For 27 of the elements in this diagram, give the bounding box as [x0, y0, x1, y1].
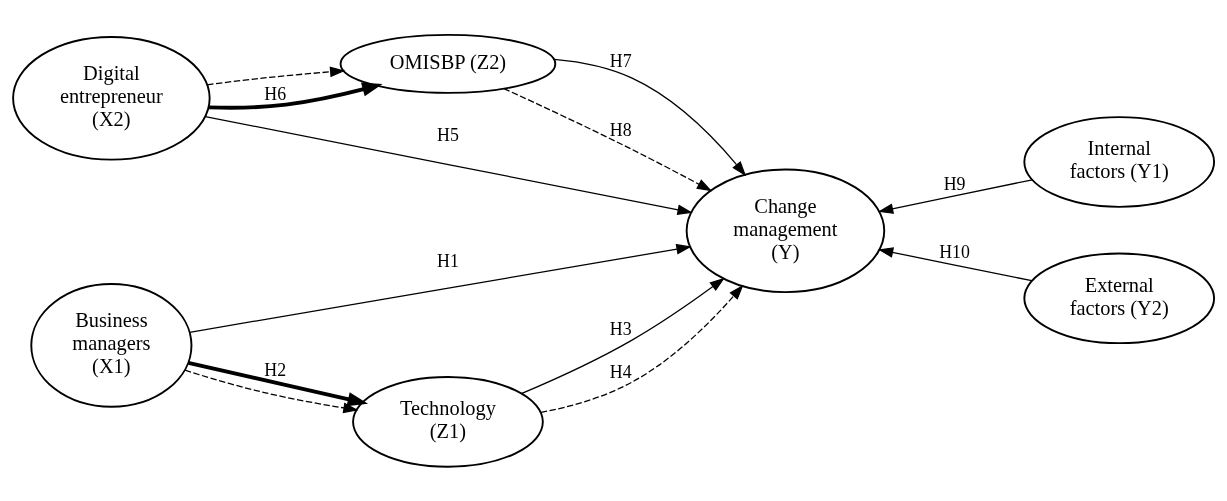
node-ellipse: Business managers (X1)	[30, 282, 193, 408]
node-ellipse: Technology (Z1)	[352, 375, 544, 468]
edge-label: H5	[437, 124, 459, 145]
arrow	[540, 284, 744, 413]
arrow	[877, 246, 1033, 281]
edge-label: H1	[437, 250, 459, 271]
arrow	[553, 58, 747, 176]
arrow	[204, 115, 693, 215]
edge-label: H2	[264, 359, 287, 380]
edge-label: H9	[943, 173, 966, 194]
node-ellipse: Internal factors (Y1)	[1023, 115, 1216, 208]
arrow	[208, 81, 383, 110]
edge-label: H4	[609, 361, 632, 382]
edge-label: H7	[609, 50, 632, 71]
arrow	[503, 87, 713, 191]
node-ellipse: External factors (Y2)	[1023, 252, 1216, 344]
arrow	[521, 277, 725, 394]
edge-label: H6	[264, 83, 287, 104]
arrow	[877, 178, 1033, 214]
arrow	[184, 369, 359, 413]
arrow	[188, 360, 369, 406]
edge-label: H3	[609, 318, 632, 339]
arrow	[189, 243, 692, 333]
arrow	[206, 66, 346, 85]
node-ellipse: Digital entrepreneur (X2)	[12, 35, 211, 161]
edge-label: H10	[939, 241, 970, 262]
edge-label: H8	[609, 119, 632, 139]
